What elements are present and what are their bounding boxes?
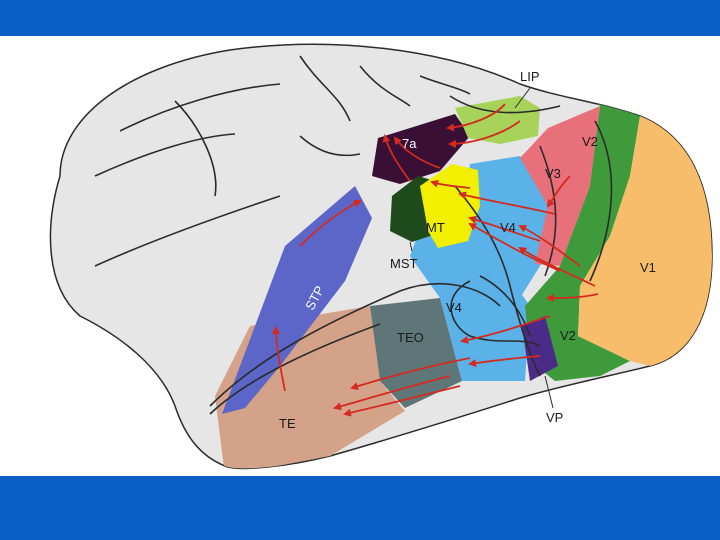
bottom-banner (0, 476, 720, 540)
pathway-arrows (272, 103, 599, 417)
label-teo: TEO (397, 330, 424, 345)
region-v4-upper (462, 156, 555, 298)
label-v4-lower: V4 (446, 300, 462, 315)
label-v1: V1 (640, 260, 656, 275)
label-te: TE (279, 416, 296, 431)
region-v2 (525, 98, 640, 381)
label-v3: V3 (545, 166, 561, 181)
sulci (94, 55, 613, 415)
top-banner (0, 0, 720, 36)
label-lip: LIP (520, 69, 540, 84)
label-v2-bottom: V2 (560, 328, 576, 343)
region-v1 (578, 116, 712, 366)
label-v2-top: V2 (582, 134, 598, 149)
region-v4-lower (410, 216, 530, 381)
brain-diagram-stage: LIP 7a V2 V3 MT V4 MST V1 STP V4 TEO V2 … (0, 36, 720, 476)
label-7a: 7a (402, 136, 417, 151)
region-vp (522, 316, 558, 381)
label-vp: VP (546, 410, 563, 425)
label-mst: MST (390, 256, 418, 271)
region-teo (370, 298, 462, 408)
label-mt: MT (426, 220, 445, 235)
label-v4-upper: V4 (500, 220, 516, 235)
brain-diagram: LIP 7a V2 V3 MT V4 MST V1 STP V4 TEO V2 … (49, 43, 713, 470)
label-leaders (409, 87, 554, 409)
region-stp (222, 186, 372, 414)
region-7a (372, 114, 470, 184)
